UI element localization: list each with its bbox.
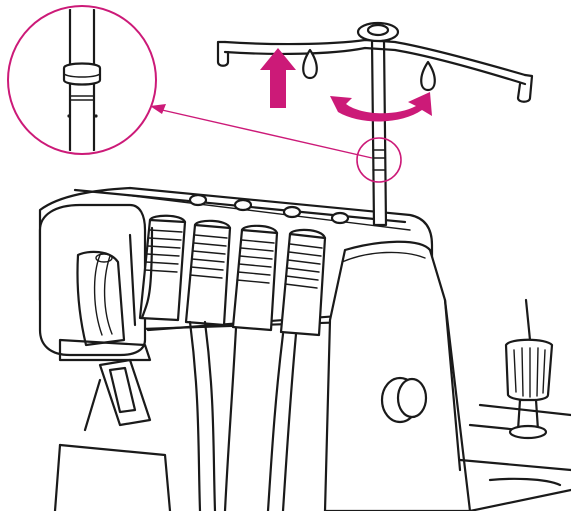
thread-eye-left	[302, 48, 318, 80]
magnified-callout	[7, 5, 157, 155]
serger-machine-body	[38, 186, 571, 511]
tension-dial-1	[138, 214, 187, 322]
threads	[188, 320, 298, 511]
spool-pin-assembly	[468, 298, 571, 440]
pole-collar-highlight	[356, 137, 402, 183]
tension-dials	[138, 193, 350, 337]
thread-guide-knobs	[188, 193, 350, 225]
thread-stand-pole	[370, 38, 388, 227]
magnified-pole	[62, 8, 102, 152]
tension-dial-2	[184, 219, 232, 327]
callout-pointer	[150, 104, 373, 159]
rotate-arrow	[330, 92, 432, 122]
thread-eye-right	[420, 60, 436, 92]
tension-dial-4	[279, 228, 327, 337]
lift-up-arrow	[260, 48, 296, 108]
tension-dial-3	[231, 224, 279, 332]
thread-antenna	[216, 21, 534, 103]
